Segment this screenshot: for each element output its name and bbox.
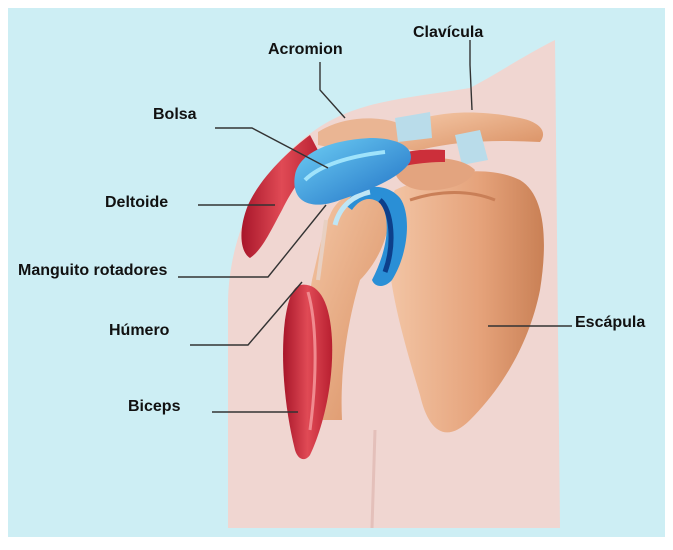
label-acromion: Acromion [268, 41, 343, 59]
label-deltoide: Deltoide [105, 194, 168, 212]
label-escapula: Escápula [575, 314, 645, 332]
label-clavicula: Clavícula [413, 24, 483, 42]
label-manguito-rotadores: Manguito rotadores [18, 262, 167, 280]
label-biceps: Biceps [128, 398, 180, 416]
label-bolsa: Bolsa [153, 106, 197, 124]
label-humero: Húmero [109, 322, 169, 340]
